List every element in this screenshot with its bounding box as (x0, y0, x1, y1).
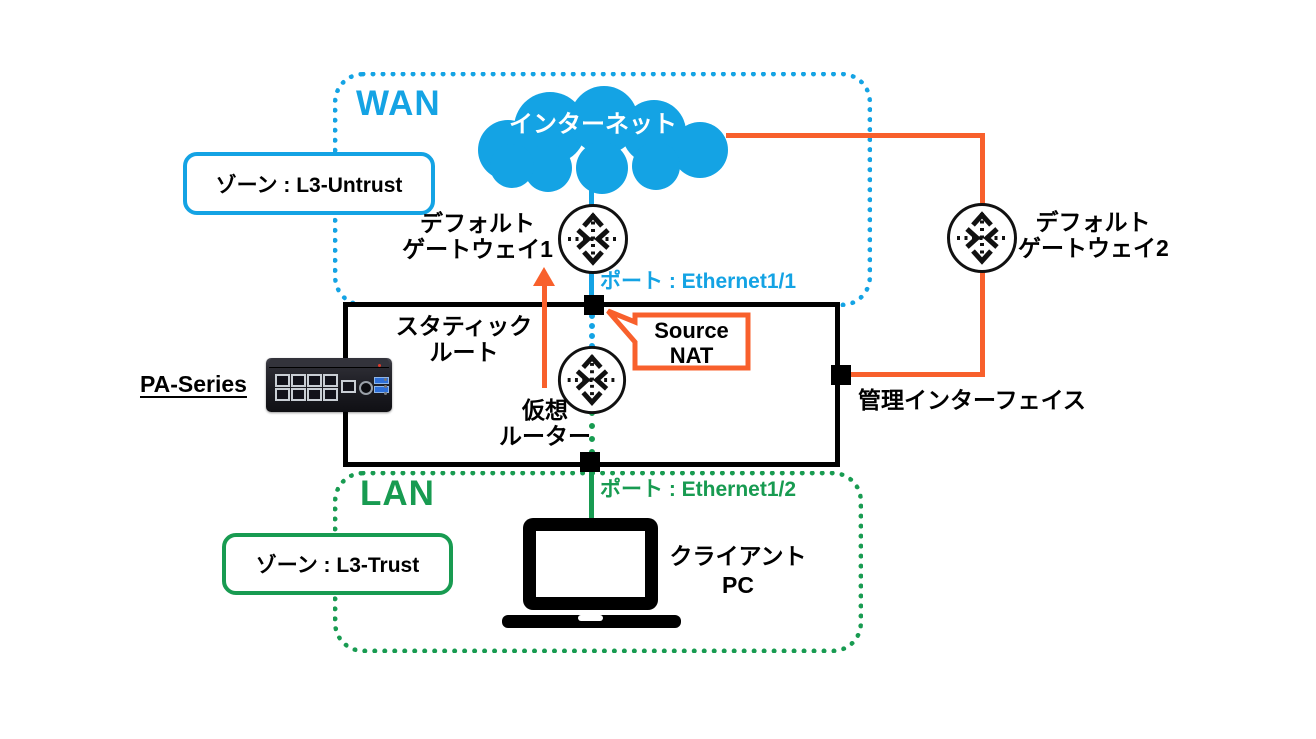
ethernet-port-icon (307, 374, 322, 387)
pa-device-image (266, 358, 392, 412)
console-port-icon (359, 381, 373, 395)
ethernet-port-icon (307, 388, 322, 401)
port1-to-virtual-router-line (589, 313, 595, 349)
static-route-label-line2: ルート (429, 338, 499, 365)
untrust-zone-badge: ゾーン : L3-Untrust (183, 152, 435, 215)
ethernet-port-icon (291, 374, 306, 387)
internet-cloud-icon (478, 86, 728, 194)
status-led-icon (384, 392, 387, 395)
gateway2-router-icon (947, 203, 1017, 273)
static-route-arrow-stem (542, 284, 547, 388)
gateway1-label-line1: デフォルト (420, 210, 535, 236)
status-led-icon (378, 364, 381, 367)
cloud-to-gateway2-line-vertical (980, 133, 985, 208)
trust-zone-badge-label: ゾーン : L3-Trust (255, 554, 420, 577)
client-pc-label-line2: PC (722, 571, 754, 598)
static-route-label: スタティック ルート (390, 313, 538, 366)
port-ethernet1-1-label: ポート : Ethernet1/1 (600, 270, 797, 293)
gateway1-label: デフォルト ゲートウェイ1 (400, 210, 555, 263)
mgmt-port-icon (341, 380, 356, 393)
virtual-router-label: 仮想 ルーター (495, 397, 595, 450)
gateway2-label-line1: デフォルト (1035, 209, 1151, 235)
lan-title: LAN (360, 474, 435, 513)
cloud-to-gateway2-line-horizontal (726, 133, 985, 138)
gateway1-label-line2: ゲートウェイ1 (402, 235, 553, 262)
source-nat-callout (606, 308, 751, 371)
ethernet-port-icon (323, 388, 338, 401)
gateway1-to-port-line (589, 270, 594, 298)
ethernet-port-icon (323, 374, 338, 387)
source-nat-label-line2: NAT (669, 343, 714, 369)
status-led-icon (384, 378, 387, 381)
firewall-port-bottom (580, 452, 600, 472)
gateway2-label-line2: ゲートウェイ2 (1018, 234, 1169, 261)
ethernet-port-icon (275, 388, 290, 401)
virtual-router-label-line2: ルーター (499, 422, 591, 449)
virtual-router-icon (557, 345, 627, 415)
gateway1-router-icon (558, 204, 628, 274)
client-pc-label: クライアント PC (668, 542, 808, 600)
status-led-icon (384, 385, 387, 388)
firewall-port-right (831, 365, 851, 385)
gateway2-label: デフォルト ゲートウェイ2 (1018, 209, 1169, 262)
untrust-zone-badge-label: ゾーン : L3-Untrust (215, 173, 403, 197)
source-nat-label: Source NAT (635, 318, 748, 369)
pa-device-top-ridge (269, 358, 389, 368)
static-route-arrow-head (533, 267, 555, 286)
port-ethernet1-2-label: ポート : Ethernet1/2 (600, 478, 797, 501)
usb-port-icon (374, 377, 389, 384)
cloud-to-gateway1-line (589, 184, 594, 208)
ethernet-port-icon (275, 374, 290, 387)
gateway2-to-mgmt-line-vertical (980, 269, 985, 377)
pa-series-label: PA-Series (140, 371, 247, 397)
virtual-router-label-line1: 仮想 (522, 397, 568, 423)
gateway2-to-mgmt-line-horizontal (849, 372, 983, 377)
source-nat-label-line1: Source (654, 318, 729, 343)
client-laptop-icon (502, 518, 681, 628)
client-pc-label-line1: クライアント (669, 543, 807, 569)
port2-to-client-line (589, 470, 594, 520)
mgmt-interface-label: 管理インターフェイス (858, 387, 1086, 413)
wan-title: WAN (356, 84, 441, 123)
usb-port-icon (374, 386, 389, 393)
ethernet-port-icon (291, 388, 306, 401)
virtual-router-to-port2-line (589, 410, 595, 455)
static-route-label-line1: スタティック (395, 313, 533, 339)
firewall-port-top (584, 295, 604, 315)
internet-label: インターネット (509, 111, 677, 138)
trust-zone-badge: ゾーン : L3-Trust (222, 533, 453, 595)
